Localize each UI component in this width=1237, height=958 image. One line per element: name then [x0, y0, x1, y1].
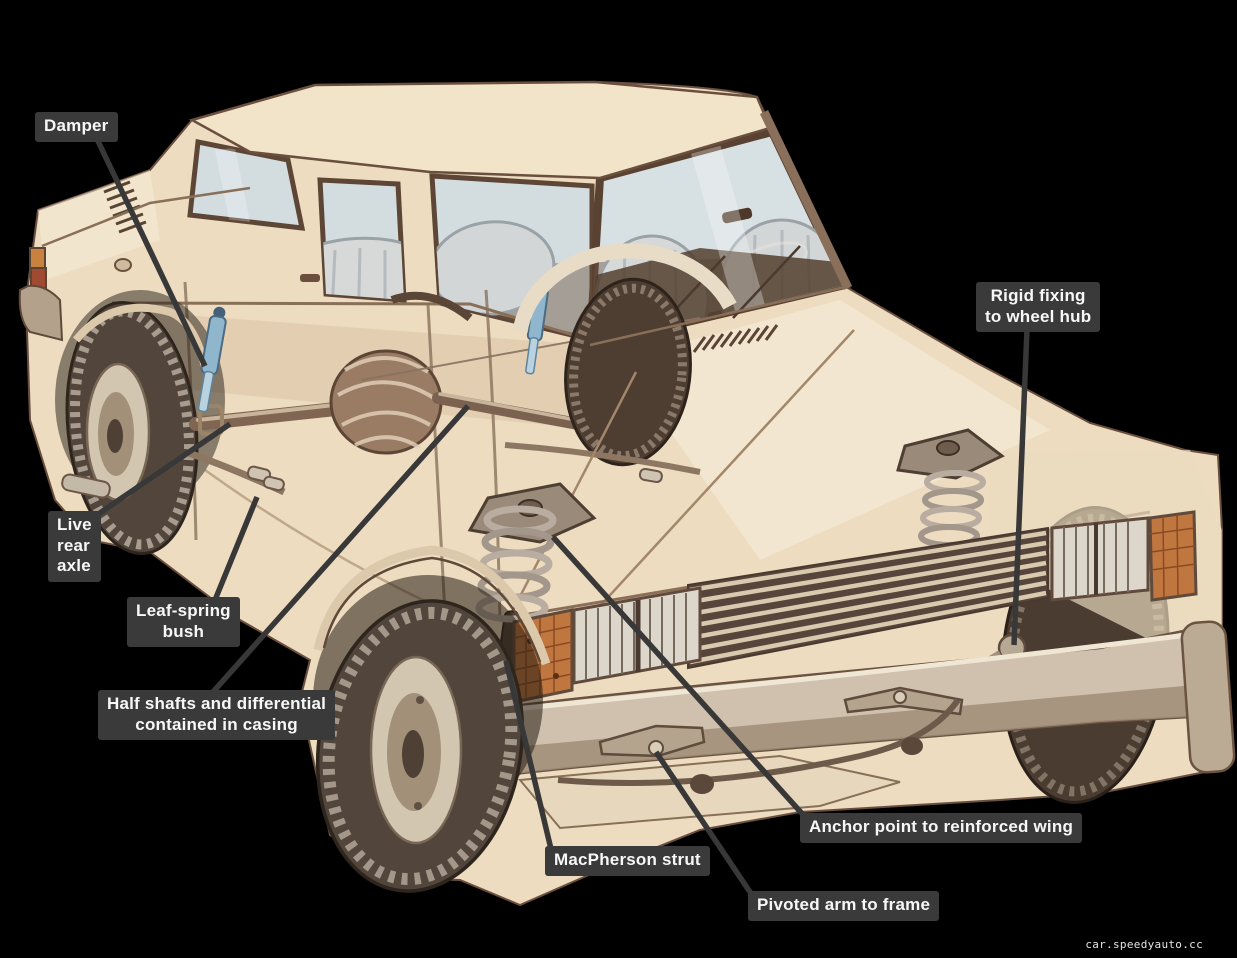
- hood-crease-2: [599, 329, 855, 607]
- label-half-shafts: Half shafts and differential contained i…: [98, 690, 336, 741]
- trunk-shading: [38, 170, 160, 280]
- label-pivoted-arm: Pivoted arm to frame: [748, 891, 940, 921]
- strut-mount-bolt-right: [936, 440, 960, 456]
- door-handle: [300, 274, 320, 282]
- half-shaft-highlight: [438, 392, 578, 422]
- leader-live-rear-axle: [92, 421, 232, 520]
- indicator-left-screw-2: [553, 673, 559, 679]
- front-arch-inner-line: [322, 556, 542, 663]
- front-strut-right-group: [896, 428, 1005, 548]
- headlight-right-flutes: [1063, 521, 1129, 598]
- leader-pivoted-arm: [653, 750, 755, 897]
- leader-damper: [94, 137, 208, 368]
- rear-brake-stub: [61, 473, 111, 499]
- coil-spring-right: [918, 470, 986, 548]
- rear-details-group: [18, 180, 320, 342]
- anti-roll-bar: [557, 698, 961, 786]
- hood-highlight: [620, 300, 1050, 560]
- rear-right-tire: [564, 277, 692, 467]
- beltline: [111, 301, 591, 342]
- damper-shaft-2: [525, 336, 539, 375]
- headlight-right: [1050, 516, 1150, 602]
- label-damper: Damper: [35, 112, 118, 142]
- leader-anchor-point: [550, 535, 809, 820]
- rear-bumper-end: [18, 284, 64, 342]
- label-macpherson-strut: MacPherson strut: [545, 846, 710, 876]
- label-leaf-spring-bush: Leaf-spring bush: [127, 597, 240, 648]
- bumper-top-highlight: [485, 631, 1196, 715]
- front-valance: [518, 754, 901, 830]
- watermark: car.speedyauto.cc: [1085, 938, 1203, 951]
- seatbelt-strap: [390, 291, 473, 322]
- leader-lines: [92, 137, 1030, 897]
- differential-ribs: [337, 356, 436, 450]
- pivoted-arm: [598, 724, 706, 758]
- grille-slats: [689, 530, 1047, 665]
- rear-window-streak: [215, 148, 250, 224]
- bumper-end-cap: [1180, 620, 1236, 774]
- leader-leaf-spring-bush: [212, 495, 260, 602]
- front-bumper-group: [470, 620, 1236, 830]
- indicator-right: [1148, 510, 1198, 602]
- rear-damper-left: [197, 306, 227, 413]
- fuel-cap: [114, 258, 132, 272]
- leaf-spring-shackle-right: [638, 467, 663, 484]
- windscreen-streak: [690, 144, 772, 336]
- damper-shaft: [197, 370, 215, 413]
- rear-left-hub-center: [107, 419, 123, 453]
- control-arm-bolt-right: [893, 690, 907, 704]
- inner-wheel-arch: [512, 243, 737, 334]
- leader-rigid-fixing: [1011, 328, 1030, 646]
- leaf-spring-right: [504, 442, 701, 475]
- anti-roll-bush-1: [690, 774, 714, 794]
- rearview-mirror: [722, 207, 753, 224]
- lug-1: [416, 696, 424, 704]
- label-rigid-fixing: Rigid fixing to wheel hub: [976, 282, 1101, 333]
- cowl-vents: [692, 324, 779, 353]
- label-live-rear-axle: Live rear axle: [48, 511, 101, 583]
- leaf-spring-bush-part: [262, 475, 285, 492]
- a-pillar: [759, 110, 853, 290]
- half-shaft-casing: [432, 392, 584, 430]
- cowl-line: [589, 285, 846, 347]
- headlight-left-flutes: [585, 593, 687, 680]
- leader-macpherson-strut: [503, 660, 554, 850]
- leader-half-shafts: [210, 404, 471, 694]
- rear-arch-lip: [72, 303, 210, 373]
- front-left-wheel-group: [313, 545, 551, 893]
- trunk-crease: [41, 186, 251, 248]
- front-arch-lip: [313, 545, 551, 666]
- anti-roll-bush-2: [901, 737, 923, 755]
- front-left-hub-center: [402, 730, 424, 778]
- label-anchor-point: Anchor point to reinforced wing: [800, 813, 1083, 843]
- taillight-amber: [29, 247, 46, 269]
- lug-2: [414, 802, 422, 810]
- indicator-right-mesh: [1149, 513, 1197, 599]
- rear-suspension-group: [184, 243, 737, 496]
